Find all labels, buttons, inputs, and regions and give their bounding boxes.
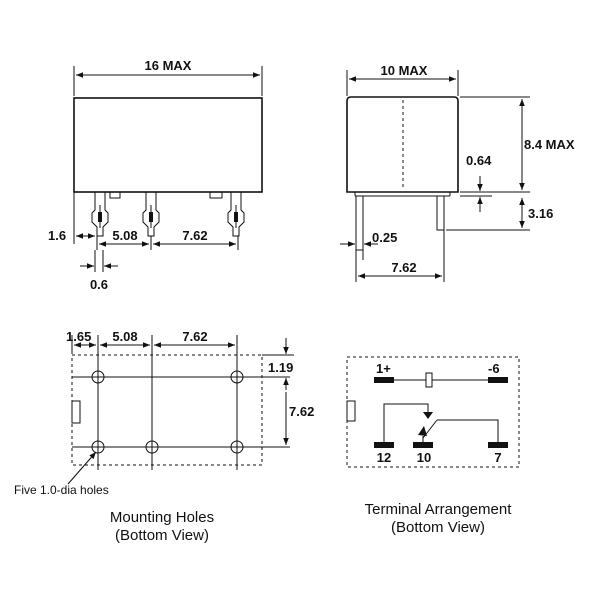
mounting-hole — [230, 440, 244, 454]
holes-row-spacing-label: 7.62 — [289, 404, 314, 419]
mounting-holes-view: 1.65 5.08 7.62 1.19 7.62 Five 1.0-dia ho… — [14, 329, 314, 544]
holes-pitch-b-label: 7.62 — [182, 329, 207, 344]
terminal-caption-line1: Terminal Arrangement — [365, 501, 513, 518]
coil-symbol — [425, 372, 433, 388]
front-pin-3 — [227, 192, 245, 237]
front-pin-1 — [91, 192, 109, 237]
mounting-hole — [91, 370, 105, 384]
front-view: 16 MAX 5.08 7.62 — [48, 58, 263, 292]
mounting-hole — [230, 370, 244, 384]
side-pin-thickness-label: 0.25 — [372, 230, 397, 245]
front-pin-2 — [142, 192, 160, 237]
mounting-hole — [145, 440, 159, 454]
pin-width-label: 0.6 — [90, 277, 108, 292]
mounting-caption-line2: (Bottom View) — [115, 527, 209, 544]
side-standoff-label: 0.64 — [466, 153, 492, 168]
relay-body — [73, 97, 263, 193]
holes-top-offset-label: 1.19 — [268, 360, 293, 375]
terminal-pad-6 — [488, 377, 508, 383]
side-pin-right — [436, 195, 445, 231]
pin-6-label: -6 — [488, 361, 500, 376]
holes-note: Five 1.0-dia holes — [14, 483, 109, 497]
pin-offset-label: 1.6 — [48, 228, 66, 243]
side-pin-spacing-label: 7.62 — [391, 260, 416, 275]
side-body — [346, 96, 459, 193]
terminal-outline — [346, 356, 520, 468]
side-pin-left — [355, 195, 364, 251]
terminal-pad-10 — [413, 442, 433, 448]
terminal-pad-12 — [374, 442, 394, 448]
pin-12-label: 12 — [377, 450, 391, 465]
mounting-caption-line1: Mounting Holes — [110, 509, 214, 526]
pin-10-label: 10 — [417, 450, 431, 465]
terminal-arrangement-view: 1+ -6 12 10 7 Terminal Arrangement (Bott… — [346, 356, 520, 536]
side-height-label: 8.4 MAX — [524, 137, 575, 152]
pitch-b-label: 7.62 — [182, 228, 207, 243]
terminal-pad-7 — [488, 442, 508, 448]
mounting-hole — [91, 440, 105, 454]
pin-1-label: 1+ — [376, 361, 391, 376]
side-width-label: 10 MAX — [381, 63, 428, 78]
pin-7-label: 7 — [494, 450, 501, 465]
pitch-a-label: 5.08 — [112, 228, 137, 243]
side-view: 10 MAX 8.4 MAX 0.64 3.16 0.25 7.6 — [340, 63, 575, 282]
width-label: 16 MAX — [145, 58, 192, 73]
side-pin-length-label: 3.16 — [528, 206, 553, 221]
holes-pitch-a-label: 5.08 — [112, 329, 137, 344]
holes-offset-label: 1.65 — [66, 329, 91, 344]
terminal-caption-line2: (Bottom View) — [391, 519, 485, 536]
terminal-pad-1 — [374, 377, 394, 383]
